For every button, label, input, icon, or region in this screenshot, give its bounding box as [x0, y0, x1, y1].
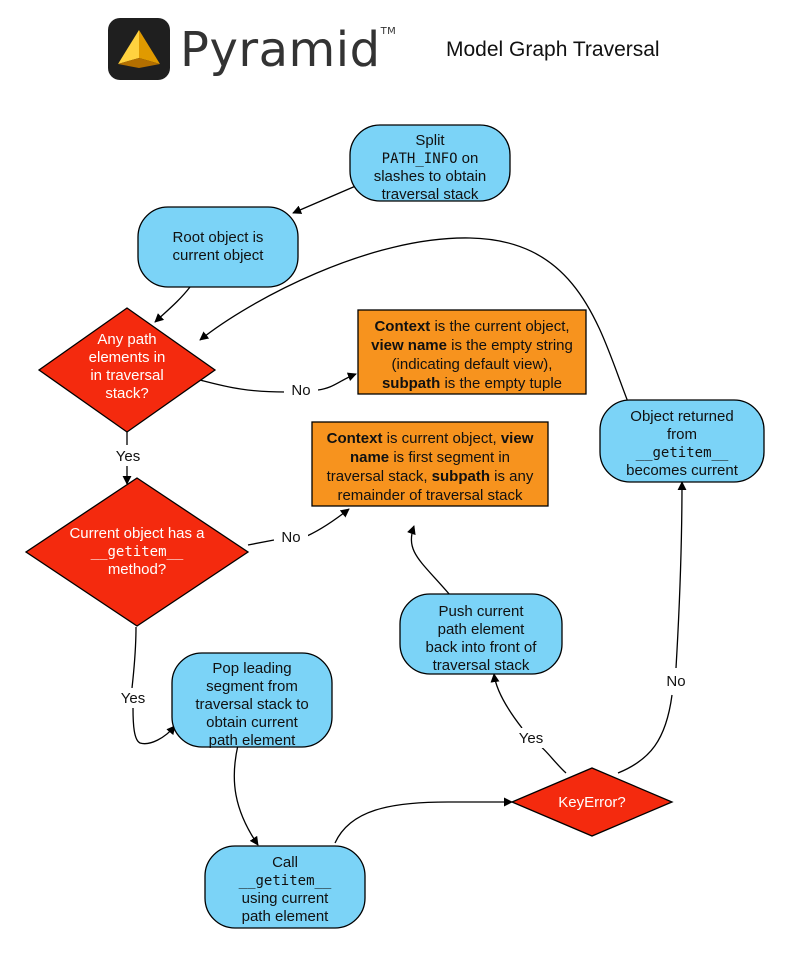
label-segment: method? — [108, 561, 166, 578]
brand-name: PyramidTM — [180, 22, 396, 78]
label-segment: back into front of — [426, 639, 538, 656]
label-segment: is current object, — [382, 430, 500, 447]
label-segment: in traversal — [90, 367, 163, 384]
keyerror-label: KeyError? — [558, 794, 626, 811]
label-segment: __getitem__ — [636, 445, 729, 461]
label-segment: Context — [327, 430, 383, 447]
label-segment: __getitem__ — [239, 873, 332, 889]
diagram-subtitle: Model Graph Traversal — [446, 38, 660, 61]
label-segment: subpath — [432, 468, 490, 485]
edge-root-to-any — [154, 286, 191, 323]
label-segment: is the current object, — [430, 318, 569, 335]
label-segment: traversal stack, — [327, 468, 432, 485]
label-segment: view name — [371, 337, 447, 354]
edge-returned-to-any — [199, 237, 629, 403]
label-segment: Call — [272, 854, 298, 871]
edge-keyerror-to-push — [494, 674, 567, 774]
label-segment: is any — [490, 468, 534, 485]
edge-call-to-keyerror — [334, 797, 513, 844]
label-segment: slashes to obtain — [374, 168, 487, 185]
label-segment: Context — [374, 318, 430, 335]
label-segment: Pop leading — [212, 660, 291, 677]
label-segment: (indicating default view), — [392, 356, 553, 373]
node-context-segment: Context is current object, view name is f… — [311, 421, 549, 507]
label-segment: from — [667, 426, 697, 443]
pyramid-logo-icon — [108, 18, 170, 80]
trademark-mark: TM — [380, 26, 397, 37]
label-segment: is the empty string — [447, 337, 573, 354]
edge-push-to-ctx-seg — [407, 525, 451, 596]
edge-split-to-root — [292, 184, 359, 214]
label-segment: is the empty tuple — [440, 375, 562, 392]
edge-label-yes-any: Yes — [116, 448, 140, 465]
label-segment: stack? — [105, 385, 148, 402]
label-segment: current object — [173, 247, 265, 264]
label-segment: PATH_INFO — [382, 151, 458, 167]
brand-text: Pyramid — [180, 22, 381, 78]
label-segment: name — [350, 449, 389, 466]
label-segment: path element — [242, 908, 330, 925]
label-segment: is first segment in — [389, 449, 510, 466]
label-segment: KeyError? — [558, 794, 626, 811]
label-segment: obtain current — [206, 714, 299, 731]
label-segment: traversal stack — [382, 186, 479, 203]
label-segment: path element — [209, 732, 297, 749]
edge-has-getitem-to-pop — [131, 626, 175, 745]
has-getitem-label: Current object has a __getitem__method? — [69, 525, 205, 578]
label-segment: Push current — [438, 603, 524, 620]
edge-any-to-ctx-empty — [199, 374, 356, 393]
label-segment: view — [501, 430, 534, 447]
context-segment-label: Context is current object, view name is f… — [327, 430, 534, 504]
label-segment: Current object has a — [69, 525, 205, 542]
label-segment: Any path — [97, 331, 156, 348]
label-segment: segment from — [206, 678, 298, 695]
edge-label-no-getitem: No — [281, 529, 300, 546]
label-segment: using current — [242, 890, 330, 907]
node-context-empty: Context is the current object,view name … — [357, 309, 587, 395]
label-segment: Root object is — [173, 229, 264, 246]
label-segment: Object returned — [630, 408, 733, 425]
label-segment: on — [458, 150, 479, 167]
label-segment: elements in — [89, 349, 166, 366]
edges — [127, 184, 682, 846]
edge-pop-to-call — [233, 744, 259, 846]
label-segment: remainder of traversal stack — [337, 487, 523, 504]
edge-has-getitem-to-ctx-seg — [247, 509, 349, 546]
label-segment: becomes current — [626, 462, 739, 479]
edge-label-yes-keyerror: Yes — [519, 730, 543, 747]
label-segment: traversal stack — [433, 657, 530, 674]
label-segment: path element — [438, 621, 526, 638]
edge-label-yes-getitem: Yes — [121, 690, 145, 707]
context-empty-label: Context is the current object,view name … — [371, 318, 573, 392]
label-segment: __getitem__ — [91, 544, 184, 560]
label-segment: Split — [415, 132, 445, 149]
node-keyerror: KeyError? — [510, 767, 674, 837]
node-has-getitem: Current object has a __getitem__method? — [24, 477, 250, 627]
edge-label-no-keyerror: No — [666, 673, 685, 690]
header: PyramidTM Model Graph Traversal — [0, 0, 790, 100]
edge-labels: No Yes No Yes Yes No — [110, 380, 694, 748]
label-segment: subpath — [382, 375, 440, 392]
edge-label-no-any: No — [291, 382, 310, 399]
label-segment: traversal stack to — [195, 696, 308, 713]
edge-keyerror-to-returned — [617, 482, 682, 774]
